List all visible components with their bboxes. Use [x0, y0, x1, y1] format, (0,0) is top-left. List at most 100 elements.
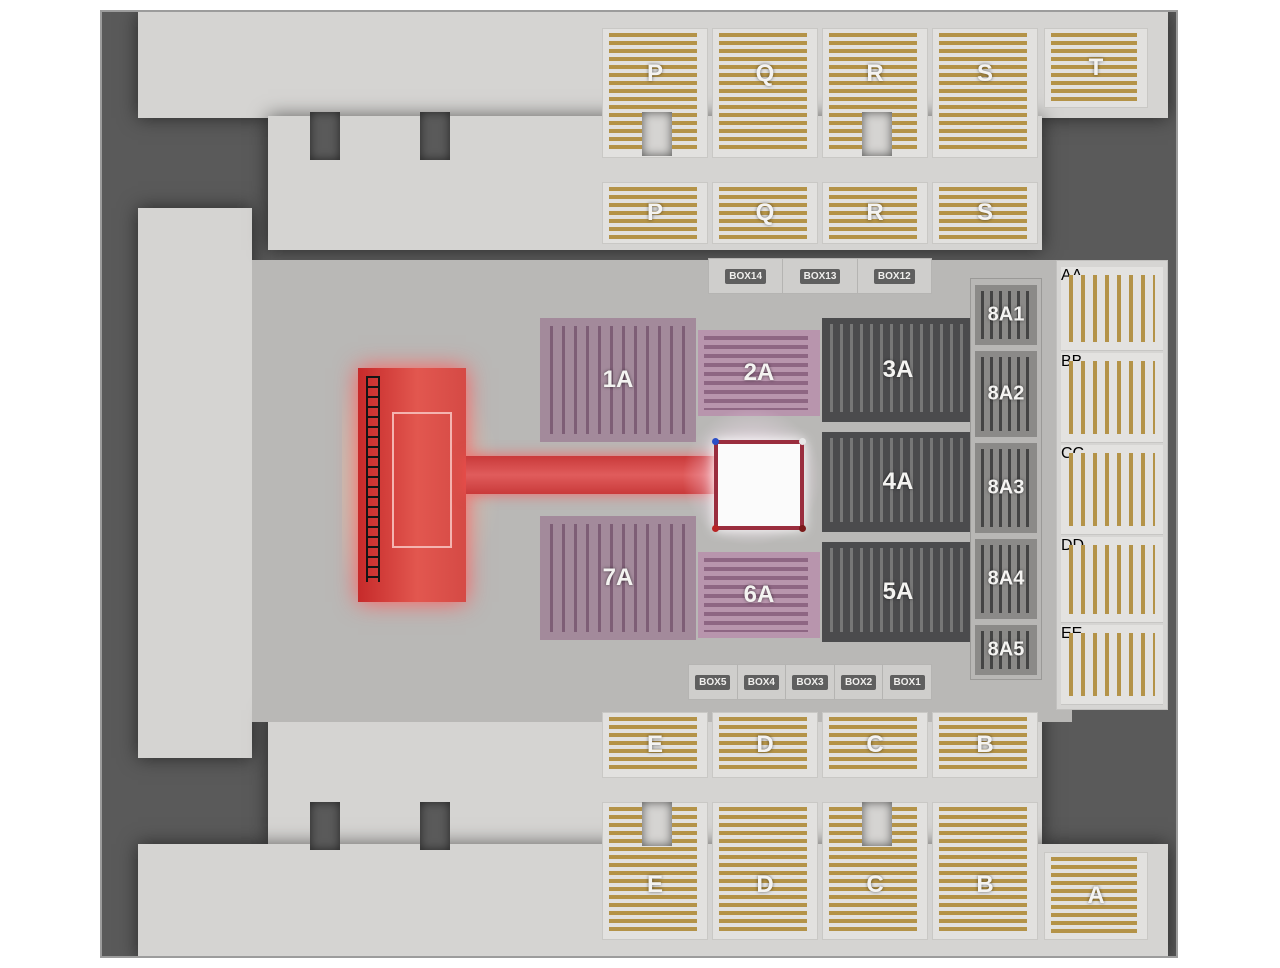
- section-label: Q: [755, 199, 775, 226]
- section-label: 8A3: [987, 476, 1025, 499]
- section-8A2[interactable]: 8A2: [975, 351, 1037, 437]
- box-label: BOX2: [840, 674, 877, 690]
- seat-rows: [609, 187, 697, 239]
- seat-rows: [719, 717, 807, 773]
- section-label: R: [866, 199, 884, 226]
- section-Q-lower[interactable]: Q: [712, 182, 818, 244]
- stage-truss: [366, 376, 380, 582]
- section-AA[interactable]: AA: [1061, 267, 1163, 351]
- seat-rows: [719, 187, 807, 239]
- section-label: S: [976, 60, 993, 87]
- section-8A3[interactable]: 8A3: [975, 443, 1037, 533]
- section-label: P: [646, 199, 663, 226]
- box-1[interactable]: BOX1: [883, 665, 931, 699]
- section-label: P: [646, 60, 663, 87]
- seat-rows: [1051, 857, 1137, 935]
- section-label: E: [646, 731, 663, 758]
- section-label: 4A: [882, 468, 914, 495]
- box-label: BOX13: [799, 268, 841, 284]
- section-label: E: [646, 871, 663, 898]
- box-5[interactable]: BOX5: [689, 665, 738, 699]
- section-A[interactable]: A: [1044, 852, 1148, 940]
- seat-rows: [719, 807, 807, 935]
- section-D-lower[interactable]: D: [712, 712, 818, 778]
- seat-rows: [1069, 361, 1155, 434]
- upper-notch-1: [310, 112, 340, 160]
- seat-rows: [939, 33, 1027, 153]
- section-B-lower[interactable]: B: [932, 712, 1038, 778]
- section-D-upper[interactable]: D: [712, 802, 818, 940]
- section-label: 8A2: [987, 382, 1025, 405]
- seat-rows: [829, 717, 917, 773]
- section-5A[interactable]: 5A: [822, 542, 974, 642]
- box-4[interactable]: BOX4: [738, 665, 787, 699]
- seat-rows: [830, 438, 966, 522]
- box-12[interactable]: BOX12: [858, 259, 931, 293]
- section-8A5[interactable]: 8A5: [975, 625, 1037, 675]
- seat-rows: [1051, 33, 1137, 103]
- section-3A[interactable]: 3A: [822, 318, 974, 422]
- lower-notch-1: [310, 802, 340, 850]
- section-label: 7A: [602, 564, 634, 591]
- section-1A[interactable]: 1A: [540, 318, 696, 442]
- box-3[interactable]: BOX3: [786, 665, 835, 699]
- seat-rows: [609, 717, 697, 773]
- seat-rows: [939, 717, 1027, 773]
- section-label: 8A5: [987, 638, 1025, 661]
- section-label: R: [866, 60, 884, 87]
- seat-rows: [1069, 545, 1155, 614]
- section-label: S: [976, 199, 993, 226]
- section-CC[interactable]: CC: [1061, 445, 1163, 535]
- section-label: 8A1: [987, 303, 1025, 326]
- section-Q-upper[interactable]: Q: [712, 28, 818, 158]
- stage-platform: [392, 412, 452, 548]
- section-T[interactable]: T: [1044, 28, 1148, 108]
- box-row-top: BOX14 BOX13 BOX12: [708, 258, 932, 294]
- section-S-lower[interactable]: S: [932, 182, 1038, 244]
- vomitory-R: [862, 112, 892, 156]
- seat-rows: [981, 357, 1031, 431]
- section-8A1[interactable]: 8A1: [975, 285, 1037, 345]
- seat-rows: [550, 326, 686, 434]
- section-C-upper[interactable]: C: [822, 802, 928, 940]
- section-4A[interactable]: 4A: [822, 432, 974, 532]
- section-B-upper[interactable]: B: [932, 802, 1038, 940]
- seat-rows: [830, 548, 966, 632]
- seat-rows: [550, 524, 686, 632]
- outer-sections-rail: AA BB CC DD EE: [1056, 260, 1168, 710]
- section-label: 1A: [602, 366, 634, 393]
- section-R-lower[interactable]: R: [822, 182, 928, 244]
- section-label: Q: [755, 60, 775, 87]
- section-8A4[interactable]: 8A4: [975, 539, 1037, 619]
- section-label: 5A: [882, 578, 914, 605]
- section-BB[interactable]: BB: [1061, 353, 1163, 443]
- box-14[interactable]: BOX14: [709, 259, 784, 293]
- section-label: 8A4: [987, 567, 1025, 590]
- section-7A[interactable]: 7A: [540, 516, 696, 640]
- section-6A[interactable]: 6A: [698, 552, 820, 638]
- seat-rows: [829, 187, 917, 239]
- box-2[interactable]: BOX2: [835, 665, 884, 699]
- ring-post-red-2: [799, 525, 806, 532]
- ring-post-red: [712, 525, 719, 532]
- seat-rows: [1069, 275, 1155, 342]
- seat-rows: [1069, 633, 1155, 696]
- section-P-lower[interactable]: P: [602, 182, 708, 244]
- entrance-ramp: [466, 456, 718, 494]
- section-E-lower[interactable]: E: [602, 712, 708, 778]
- section-label: D: [756, 871, 774, 898]
- section-2A[interactable]: 2A: [698, 330, 820, 416]
- box-label: BOX4: [743, 674, 779, 690]
- box-label: BOX14: [725, 268, 767, 284]
- ring-post-blue: [712, 438, 719, 445]
- box-13[interactable]: BOX13: [783, 259, 858, 293]
- section-C-lower[interactable]: C: [822, 712, 928, 778]
- section-S-upper[interactable]: S: [932, 28, 1038, 158]
- left-concourse-block: [138, 208, 252, 758]
- box-label: BOX5: [695, 674, 731, 690]
- seat-rows: [719, 33, 807, 153]
- section-EE[interactable]: EE: [1061, 625, 1163, 705]
- vomitory-P: [642, 112, 672, 156]
- section-DD[interactable]: DD: [1061, 537, 1163, 623]
- seat-rows: [704, 558, 808, 632]
